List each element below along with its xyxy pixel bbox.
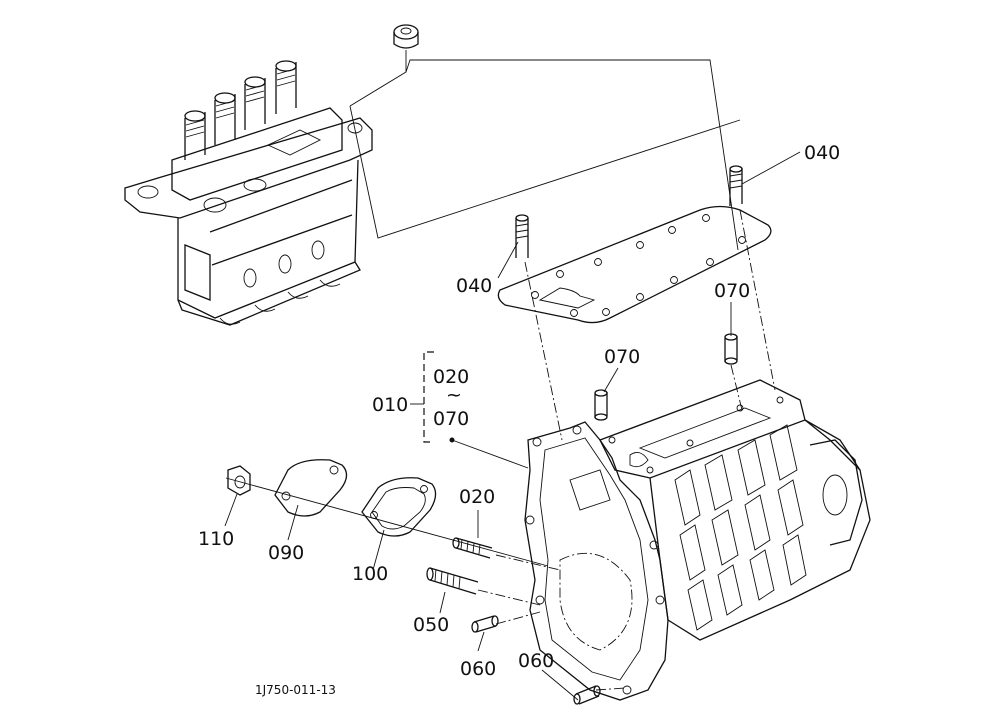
- nut-110: [227, 465, 251, 496]
- callout-110: 110: [198, 528, 234, 550]
- callout-020: 020: [459, 486, 495, 508]
- group-bracket: [423, 351, 434, 443]
- callout-100: 100: [352, 563, 388, 585]
- callout-040-left: 040: [456, 275, 492, 297]
- gasket-top: [497, 205, 772, 324]
- stud-020: [452, 537, 493, 559]
- stud-040-right: [729, 165, 743, 206]
- stud-040-left: [515, 214, 529, 258]
- callout-070-range: 070: [433, 408, 469, 430]
- callout-060-right: 060: [518, 650, 554, 672]
- pin-070-right: [724, 333, 738, 365]
- callout-090: 090: [268, 542, 304, 564]
- cover-plate-090: [274, 459, 348, 517]
- stud-050: [426, 567, 479, 595]
- callout-040-top: 040: [804, 142, 840, 164]
- callout-070-mid: 070: [604, 346, 640, 368]
- callout-tilde: ~: [446, 384, 462, 406]
- assembly-dot: [449, 437, 455, 443]
- pin-070-mid: [594, 389, 608, 421]
- callout-070-right: 070: [714, 280, 750, 302]
- callout-060-left: 060: [460, 658, 496, 680]
- pin-060-right: [573, 685, 601, 705]
- gasket-100: [361, 477, 437, 537]
- callout-010: 010: [372, 394, 408, 416]
- injection-pump: [124, 60, 373, 326]
- callout-020-range: 020: [433, 366, 469, 388]
- figure-code: 1J750-011-13: [255, 683, 336, 697]
- callout-050: 050: [413, 614, 449, 636]
- pin-060-left: [471, 615, 499, 633]
- gear-case: [524, 379, 871, 701]
- top-nut: [393, 24, 419, 49]
